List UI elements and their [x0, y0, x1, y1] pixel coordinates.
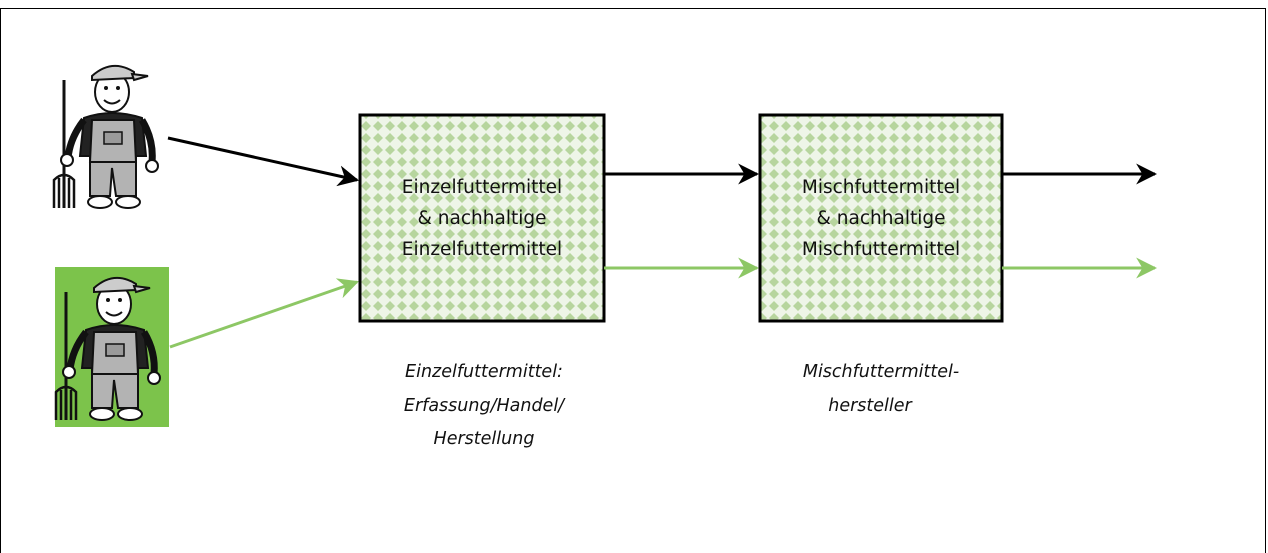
caption-mischfuttermittel: Mischfuttermittel- hersteller [803, 362, 959, 416]
caption-1-line-2: Erfassung/Handel/ [404, 396, 566, 416]
caption-2-line-1: Mischfuttermittel- [803, 362, 959, 382]
box-2-line-2: & nachhaltige [817, 208, 946, 229]
diagram-frame [0, 8, 1266, 553]
box-1-line-3: Einzelfuttermittel [402, 239, 562, 260]
box-1-line-1: Einzelfuttermittel [402, 177, 562, 198]
box-2-line-3: Mischfuttermittel [802, 239, 960, 260]
farmer-icon [54, 66, 158, 208]
box-2-line-1: Mischfuttermittel [802, 177, 960, 198]
caption-1-line-3: Herstellung [434, 429, 535, 449]
caption-einzelfuttermittel: Einzelfuttermittel: Erfassung/Handel/ He… [404, 362, 566, 449]
caption-2-line-2: hersteller [828, 396, 913, 416]
caption-1-line-1: Einzelfuttermittel: [405, 362, 563, 382]
box-1-line-2: & nachhaltige [418, 208, 547, 229]
box-mischfuttermittel: Mischfuttermittel & nachhaltige Mischfut… [758, 113, 1004, 323]
conventional-flow-arrow-1 [167, 136, 360, 187]
box-einzelfuttermittel: Einzelfuttermittel & nachhaltige Einzelf… [358, 113, 606, 323]
sustainable-flow-arrow-1 [169, 278, 359, 349]
